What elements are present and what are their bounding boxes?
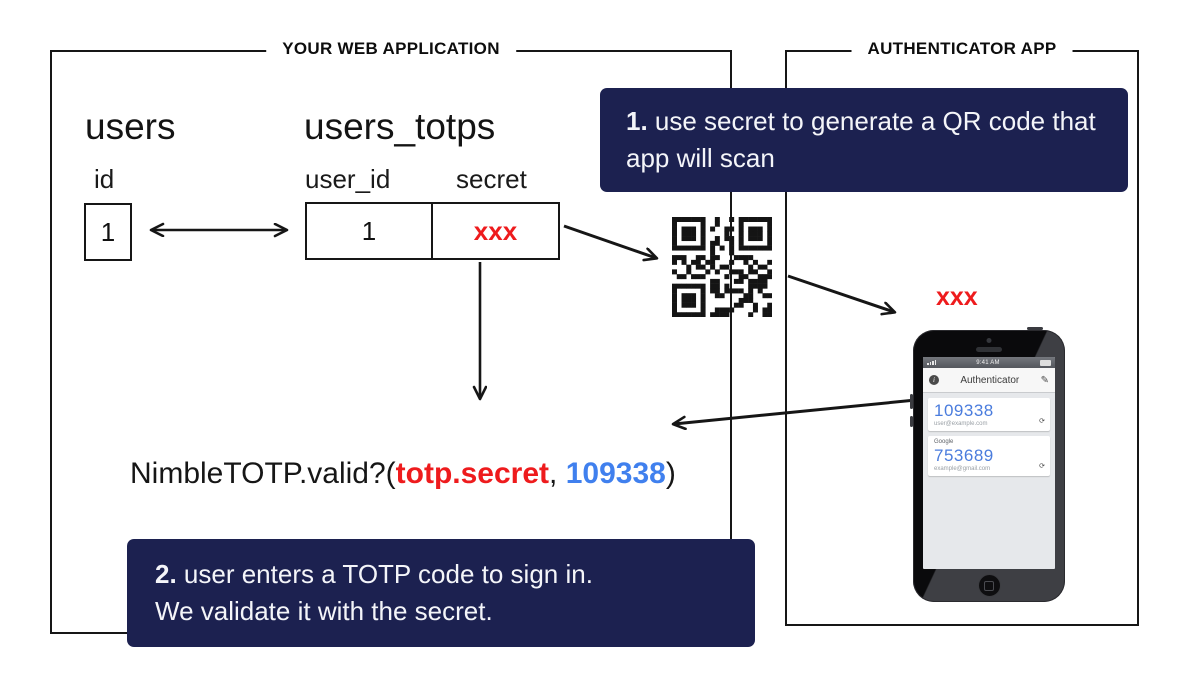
iphone-illustration: 9:41 AM i Authenticator ✎ 109338 user@ex… bbox=[910, 327, 1065, 602]
otp-account-card: 109338 user@example.com ⟳ bbox=[928, 398, 1050, 431]
users-table-title: users bbox=[85, 106, 176, 147]
users-id-cell: 1 bbox=[84, 203, 132, 261]
phone-screen: 9:41 AM i Authenticator ✎ 109338 user@ex… bbox=[923, 357, 1055, 569]
authenticator-nav-bar: i Authenticator ✎ bbox=[923, 368, 1055, 393]
step2-text: user enters a TOTP code to sign in. bbox=[176, 559, 593, 589]
refresh-counter-icon: ⟳ bbox=[1039, 463, 1045, 470]
users-totps-table: 1 xxx bbox=[305, 202, 560, 260]
step1-text: use secret to generate a QR code that ap… bbox=[626, 106, 1096, 173]
code-prefix: NimbleTOTP.valid?( bbox=[130, 457, 396, 490]
phone-home-area bbox=[913, 569, 1065, 602]
web-application-panel: YOUR WEB APPLICATION users id 1 users_to… bbox=[50, 39, 755, 647]
volume-button bbox=[910, 394, 913, 409]
account-email: user@example.com bbox=[934, 421, 988, 427]
account-service-label: Google bbox=[934, 439, 954, 445]
users-totps-table-title: users_totps bbox=[304, 106, 496, 147]
secret-on-phone-label: xxx bbox=[936, 283, 978, 311]
user-id-column-label: user_id bbox=[305, 164, 391, 194]
otp-account-card: Google 753689 example@gmail.com ⟳ bbox=[928, 436, 1050, 476]
step2-line2: We validate it with the secret. bbox=[155, 596, 493, 626]
earpiece-speaker bbox=[976, 347, 1002, 352]
account-email: example@gmail.com bbox=[934, 466, 991, 472]
qr-code bbox=[672, 217, 772, 317]
otp-account-list: 109338 user@example.com ⟳ Google 753689 … bbox=[923, 393, 1055, 481]
edit-pencil-icon: ✎ bbox=[1040, 374, 1049, 386]
front-camera-icon bbox=[986, 338, 992, 343]
step2-callout: 2. user enters a TOTP code to sign in. W… bbox=[127, 539, 755, 647]
authenticator-app-title: Authenticator bbox=[960, 374, 1020, 386]
code-comma: , bbox=[549, 457, 566, 490]
otp-code: 109338 bbox=[934, 401, 994, 420]
signal-icon bbox=[927, 360, 936, 365]
code-secret-argument: totp.secret bbox=[395, 457, 550, 490]
code-otp-argument: 109338 bbox=[565, 457, 666, 490]
refresh-counter-icon: ⟳ bbox=[1039, 418, 1045, 425]
otp-code: 753689 bbox=[934, 446, 994, 465]
step2-number: 2. bbox=[155, 559, 177, 589]
power-button bbox=[1027, 327, 1043, 330]
volume-button bbox=[910, 416, 913, 427]
validation-code-line: NimbleTOTP.valid?(totp.secret, 109338) bbox=[130, 457, 676, 491]
users-id-column-label: id bbox=[94, 164, 115, 194]
web-application-panel-title: YOUR WEB APPLICATION bbox=[266, 39, 516, 59]
user-id-cell: 1 bbox=[307, 204, 433, 258]
step1-number: 1. bbox=[626, 106, 648, 136]
secret-column-label: secret bbox=[456, 164, 527, 194]
home-button bbox=[977, 574, 1001, 597]
step2-line1: 2. user enters a TOTP code to sign in. bbox=[155, 556, 727, 593]
phone-status-bar: 9:41 AM bbox=[923, 357, 1055, 368]
secret-cell: xxx bbox=[473, 215, 518, 246]
step1-callout: 1. use secret to generate a QR code that… bbox=[600, 88, 1128, 192]
authenticator-app-panel: AUTHENTICATOR APP bbox=[785, 39, 1139, 626]
authenticator-panel-title: AUTHENTICATOR APP bbox=[851, 39, 1073, 59]
info-icon: i bbox=[929, 375, 939, 385]
battery-icon bbox=[1039, 359, 1051, 366]
status-time: 9:41 AM bbox=[976, 359, 1000, 366]
code-close-paren: ) bbox=[665, 457, 676, 490]
